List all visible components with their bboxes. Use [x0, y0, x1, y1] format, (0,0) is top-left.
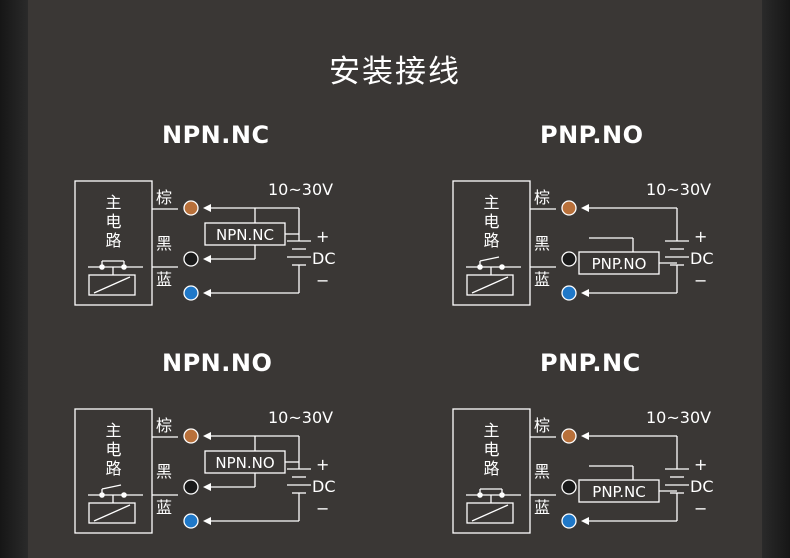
output-module-label: NPN.NC [216, 226, 274, 244]
wire-label-blue: 蓝 [534, 498, 550, 517]
main-circuit-label: 主 [105, 421, 121, 440]
main-circuit-label: 路 [105, 459, 121, 478]
diagram-pnp-nc: 主电路 棕黑蓝 10~30V + DC − PNP.NC [452, 408, 714, 534]
main-circuit-label: 路 [483, 231, 499, 250]
main-circuit-label: 路 [483, 459, 499, 478]
terminal-blue [183, 513, 199, 529]
wire-label-brown: 棕 [156, 416, 172, 435]
terminal-black [561, 479, 577, 495]
diagram-pnp-no: 主电路 棕黑蓝 10~30V + DC − PNP.NO [452, 180, 714, 306]
dc-label: DC [690, 477, 714, 496]
diagram-npn-no: 主电路 棕黑蓝 10~30V + DC − NPN.NO [74, 408, 336, 534]
terminal-brown [561, 428, 577, 444]
coil-diagonal [93, 276, 131, 294]
diagram-npn-nc: 主电路 棕黑蓝 10~30V + DC − NPN.NC [74, 180, 336, 306]
wire-label-blue: 蓝 [156, 270, 172, 289]
relay-coil [88, 274, 136, 296]
page-title: 安装接线 [329, 54, 461, 90]
output-module-label: NPN.NO [215, 454, 274, 472]
diagram-title-npn-nc: NPN.NC [162, 121, 270, 149]
main-circuit-box [74, 180, 153, 306]
output-module-label: PNP.NC [592, 483, 645, 501]
voltage-label: 10~30V [646, 180, 711, 199]
wire-label-black: 黑 [534, 234, 550, 253]
output-module-label: PNP.NO [592, 255, 647, 273]
wire-label-blue: 蓝 [156, 498, 172, 517]
wire-label-black: 黑 [156, 234, 172, 253]
contact-dot [121, 492, 127, 498]
main-circuit-box [74, 408, 153, 534]
content-panel [28, 0, 762, 558]
terminal-black [183, 251, 199, 267]
diagram-title-npn-no: NPN.NO [162, 349, 273, 377]
arrow-brown [203, 204, 211, 212]
coil-diagonal [471, 504, 509, 522]
main-circuit-label: 电 [105, 212, 121, 231]
arrow-brown [581, 432, 589, 440]
terminal-brown [183, 200, 199, 216]
main-circuit-label: 路 [105, 231, 121, 250]
dc-label: DC [312, 249, 336, 268]
relay-coil [466, 502, 514, 524]
main-circuit-label: 主 [483, 193, 499, 212]
coil-diagonal [93, 504, 131, 522]
wire-label-brown: 棕 [534, 416, 550, 435]
wire-label-blue: 蓝 [534, 270, 550, 289]
minus-sign: − [694, 499, 707, 518]
terminal-blue [561, 285, 577, 301]
diagram-title-pnp-no: PNP.NO [540, 121, 644, 149]
terminal-black [561, 251, 577, 267]
dc-label: DC [312, 477, 336, 496]
coil-diagonal [471, 276, 509, 294]
arrow-brown [581, 204, 589, 212]
relay-coil [88, 502, 136, 524]
arrow-blue [203, 289, 211, 297]
terminal-brown [561, 200, 577, 216]
main-circuit-label: 主 [483, 421, 499, 440]
dc-label: DC [690, 249, 714, 268]
plus-sign: + [316, 455, 329, 474]
wire-label-black: 黑 [534, 462, 550, 481]
plus-sign: + [316, 227, 329, 246]
wire-label-brown: 棕 [534, 188, 550, 207]
terminal-black [183, 479, 199, 495]
contact-lever-open [101, 484, 122, 490]
arrow-blue [581, 517, 589, 525]
voltage-label: 10~30V [646, 408, 711, 427]
main-circuit-label: 电 [105, 440, 121, 459]
minus-sign: − [316, 499, 329, 518]
main-circuit-label: 电 [483, 440, 499, 459]
arrow-black [203, 255, 211, 263]
wire-label-black: 黑 [156, 462, 172, 481]
plus-sign: + [694, 227, 707, 246]
arrow-blue [581, 289, 589, 297]
main-circuit-label: 电 [483, 212, 499, 231]
main-circuit-box [452, 408, 531, 534]
contact-dot [499, 264, 505, 270]
terminal-blue [561, 513, 577, 529]
main-circuit-box [452, 180, 531, 306]
relay-coil [466, 274, 514, 296]
voltage-label: 10~30V [268, 180, 333, 199]
arrow-blue [203, 517, 211, 525]
arrow-brown [203, 432, 211, 440]
contact-lever-open [479, 256, 500, 262]
arrow-black [203, 483, 211, 491]
minus-sign: − [694, 271, 707, 290]
plus-sign: + [694, 455, 707, 474]
terminal-blue [183, 285, 199, 301]
voltage-label: 10~30V [268, 408, 333, 427]
diagram-title-pnp-nc: PNP.NC [540, 349, 641, 377]
main-circuit-label: 主 [105, 193, 121, 212]
minus-sign: − [316, 271, 329, 290]
terminal-brown [183, 428, 199, 444]
wire-label-brown: 棕 [156, 188, 172, 207]
